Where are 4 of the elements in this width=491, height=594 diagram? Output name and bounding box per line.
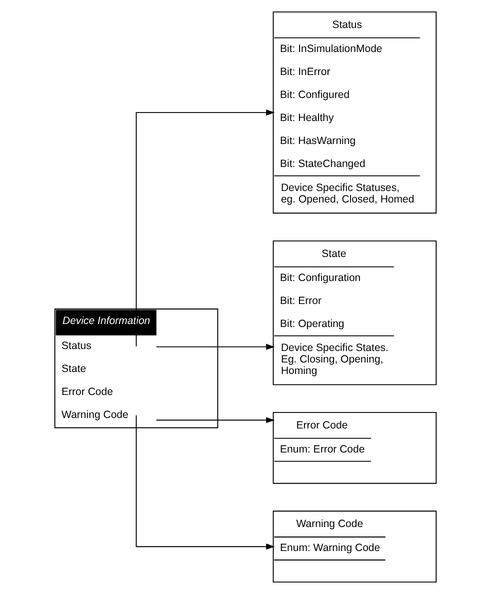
arrow <box>156 417 275 424</box>
arrow <box>136 414 275 550</box>
arrow <box>136 110 275 347</box>
arrow <box>156 344 275 350</box>
